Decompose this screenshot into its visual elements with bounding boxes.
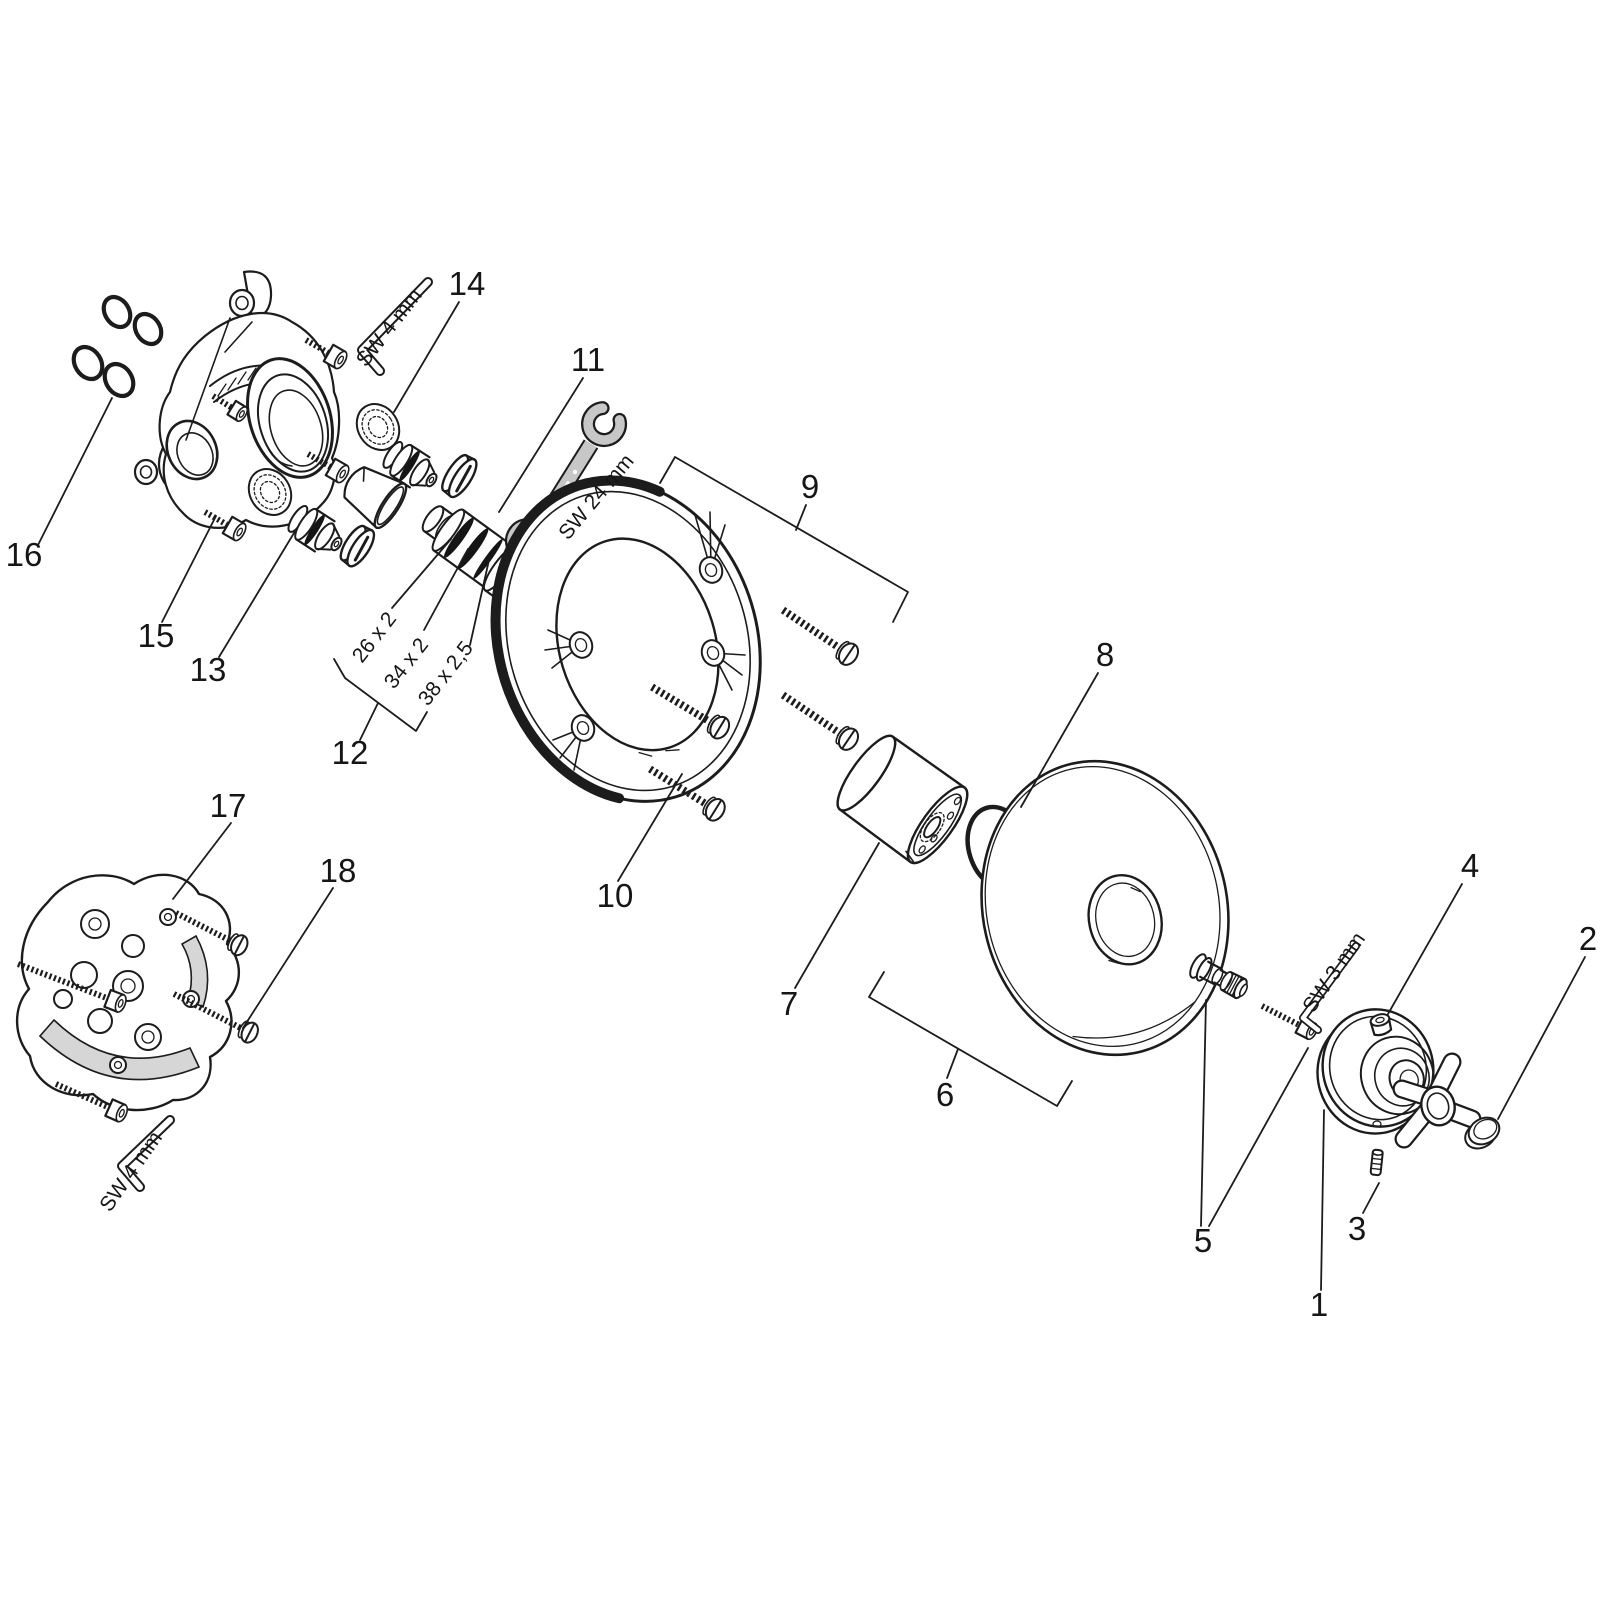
leader-17 [172,822,232,900]
plate-boss [552,714,596,771]
leader-seal-38 [469,559,490,646]
leader-16 [37,397,113,546]
part-label-9: 9 [801,468,819,505]
leader-8 [1020,672,1099,808]
part-label-13: 13 [190,651,227,688]
valve-body [133,270,341,529]
body-screw-mid [306,451,350,484]
annotation-sw4-top: SW 4 mm [352,284,427,371]
part-labels: 1 2 3 4 5 6 7 8 9 10 11 12 13 14 15 16 1… [6,265,1598,1323]
leader-lines [37,301,1586,1291]
cross-handle [1392,1052,1482,1149]
o-ring-set [71,294,164,399]
part-label-3: 3 [1348,1210,1366,1247]
leader-12 [359,702,379,741]
filter-screen-lower [247,468,293,516]
part-label-6: 6 [936,1076,954,1113]
part-label-11: 11 [571,341,605,378]
body-clamp-screw [211,393,249,422]
extension-screw [16,961,127,1013]
function-sleeve [836,734,969,865]
part-label-16: 16 [6,536,43,573]
set-screw-boss [1369,1013,1393,1037]
annotation-seal-26: 26 x 2 [348,608,401,667]
leader-11 [498,377,584,513]
part-label-17: 17 [210,787,247,824]
body-screw-top [304,337,348,370]
mounting-plate [490,475,762,804]
filter-screen-upper [355,403,401,451]
leader-4 [1387,883,1463,1015]
leader-2 [1497,956,1586,1120]
leader-18 [242,887,334,1029]
screw-part-15 [203,509,247,542]
leader-3 [1362,1182,1380,1214]
slotted-plug-upper [441,453,478,499]
plate-boss [694,511,726,584]
bracket-12 [333,658,428,732]
leader-seal-26 [391,538,452,609]
part-label-14: 14 [449,265,486,302]
leader-7 [794,842,880,989]
part-label-15: 15 [138,617,175,654]
slotted-plug-lower [339,524,376,568]
leader-10 [617,773,683,882]
extension-screw [172,991,259,1044]
part-label-5: 5 [1194,1222,1212,1259]
leader-1 [1320,1109,1325,1291]
extension-screw [54,1081,129,1123]
part-label-10: 10 [597,877,634,914]
annotation-sw3: SW 3 mm [1298,928,1370,1017]
plate-boss [700,639,746,691]
leader-14 [393,301,460,413]
part-label-7: 7 [780,985,798,1022]
plate-screw [650,683,731,740]
leader-5b [1208,1047,1309,1227]
leader-15 [161,515,217,623]
part-label-1: 1 [1310,1286,1328,1323]
part-label-18: 18 [320,852,357,889]
part-label-2: 2 [1579,920,1597,957]
leader-seal-34 [423,548,469,631]
spindle-adapter [1189,953,1249,1000]
allen-key-sw4-bottom-icon [117,1115,175,1192]
leader-5a [1200,999,1207,1227]
part-label-12: 12 [332,734,369,771]
allen-key-sw3-icon [1299,942,1360,1034]
grub-screw [1369,1148,1384,1177]
part-label-4: 4 [1461,847,1479,884]
part-label-8: 8 [1096,636,1114,673]
escutcheon [980,759,1230,1057]
cartridge-seal-bands [444,517,503,579]
bracket-9 [659,456,909,623]
plate-screw [780,691,860,751]
handle-cap [1464,1116,1501,1150]
plate-screw [648,765,726,822]
leader-6 [946,1048,959,1079]
annotation-sw4-bottom: SW 4 mm [95,1127,167,1216]
extension-housing [15,873,240,1112]
plate-boss [544,629,594,669]
plate-screw [780,606,860,666]
bracket-6 [868,971,1073,1107]
check-valve-lower [287,504,343,553]
allen-key-sw4-top-icon [357,277,433,376]
check-valve-upper [382,440,438,489]
leader-13 [218,527,298,658]
cartridge-hood [343,466,408,530]
leader-9 [795,504,807,531]
